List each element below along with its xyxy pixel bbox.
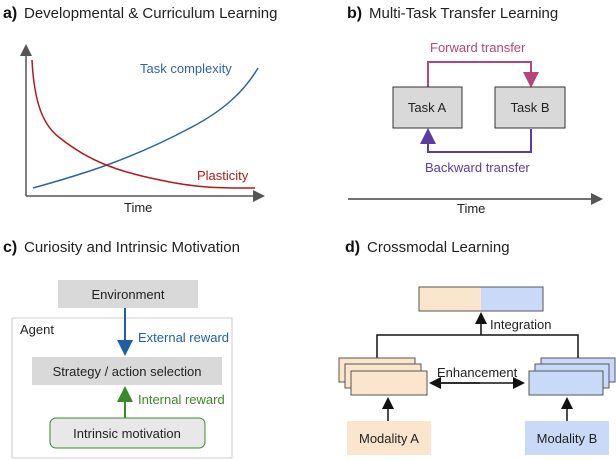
strategy-label: Strategy / action selection bbox=[53, 364, 202, 379]
modality-a-label: Modality A bbox=[359, 431, 419, 446]
panel-c: c) Curiosity and Intrinsic Motivation En… bbox=[3, 239, 240, 459]
task-b-label: Task B bbox=[510, 100, 549, 115]
backward-transfer-arrow bbox=[420, 128, 532, 153]
integrated-representation bbox=[418, 286, 544, 312]
external-reward-label: External reward bbox=[138, 330, 229, 345]
integration-label: Integration bbox=[490, 317, 551, 332]
plasticity-label: Plasticity bbox=[197, 168, 249, 183]
forward-transfer-arrow bbox=[427, 61, 539, 88]
environment-label: Environment bbox=[92, 287, 165, 302]
internal-reward-label: Internal reward bbox=[138, 392, 225, 407]
task-complexity-curve bbox=[32, 67, 259, 189]
backward-transfer-label: Backward transfer bbox=[425, 160, 530, 175]
time-label: Time bbox=[457, 201, 485, 216]
strategy-box bbox=[32, 357, 222, 385]
task-b-box bbox=[494, 86, 566, 129]
intrinsic-motivation-label: Intrinsic motivation bbox=[73, 426, 181, 441]
panel-d-label: d) bbox=[345, 239, 360, 256]
panel-a-title: Developmental & Curriculum Learning bbox=[24, 5, 277, 22]
task-complexity-label: Task complexity bbox=[140, 61, 232, 76]
task-a-box bbox=[392, 86, 463, 129]
panel-b: b) Multi-Task Transfer Learning Forward … bbox=[347, 5, 603, 216]
task-a-label: Task A bbox=[408, 100, 447, 115]
modality-b-box bbox=[525, 421, 609, 455]
panel-c-title: Curiosity and Intrinsic Motivation bbox=[24, 239, 240, 256]
environment-box bbox=[58, 280, 198, 308]
intrinsic-motivation-box bbox=[49, 417, 206, 449]
panel-b-label: b) bbox=[347, 5, 362, 22]
agent-box bbox=[11, 317, 233, 459]
panel-d: d) Crossmodal Learning Integration Enhan… bbox=[338, 239, 616, 455]
agent-label: Agent bbox=[20, 322, 54, 337]
modality-a-box bbox=[347, 421, 431, 455]
modality-b-label: Modality B bbox=[537, 431, 598, 446]
modality-a-stack bbox=[338, 357, 428, 396]
integrated-a-half bbox=[419, 287, 481, 311]
time-label: Time bbox=[124, 200, 152, 215]
integration-connector bbox=[376, 334, 579, 358]
panel-c-label: c) bbox=[3, 239, 17, 256]
panel-b-title: Multi-Task Transfer Learning bbox=[369, 5, 558, 22]
enhancement-label: Enhancement bbox=[437, 365, 518, 380]
modality-b-stack bbox=[528, 357, 616, 396]
panel-a: a) Developmental & Curriculum Learning T… bbox=[3, 5, 277, 215]
plasticity-curve bbox=[31, 59, 256, 189]
panel-d-title: Crossmodal Learning bbox=[367, 239, 510, 256]
forward-transfer-label: Forward transfer bbox=[430, 40, 526, 55]
panel-a-label: a) bbox=[3, 5, 17, 22]
integrated-b-half bbox=[481, 287, 543, 311]
